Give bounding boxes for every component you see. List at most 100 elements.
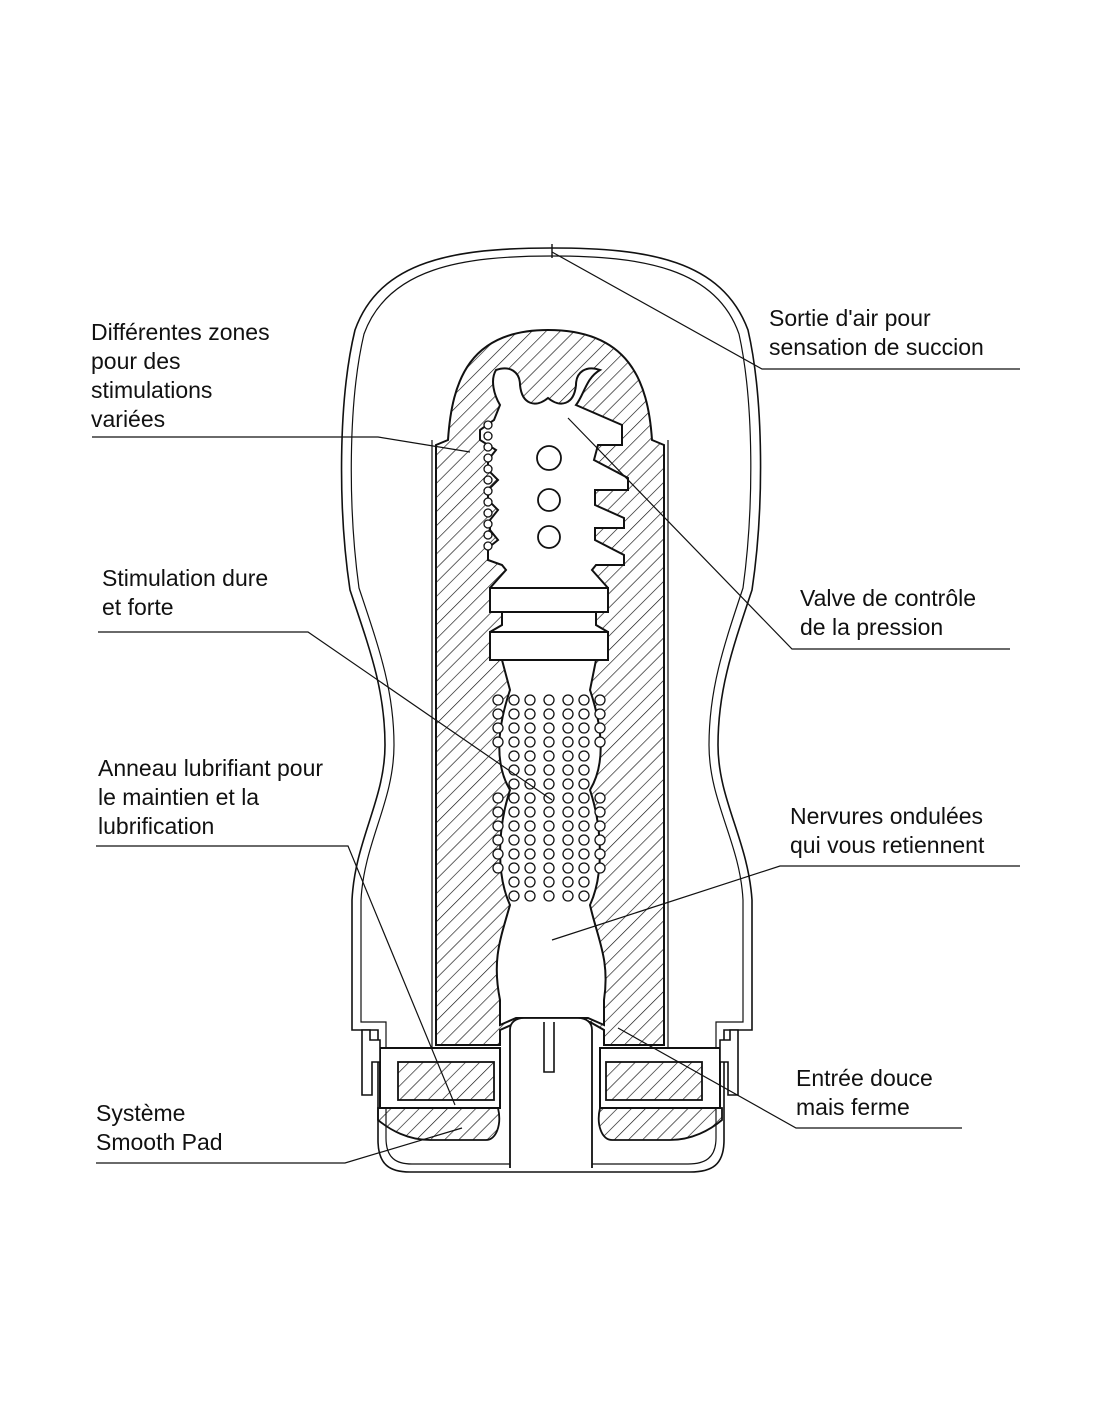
nub bbox=[562, 750, 574, 762]
label-line: sensation de succion bbox=[769, 334, 984, 360]
nub bbox=[524, 876, 536, 888]
lubricant-ring-left bbox=[397, 1061, 495, 1101]
nub bbox=[578, 778, 590, 790]
nub bbox=[562, 890, 574, 902]
label-line: variées bbox=[91, 406, 166, 432]
nub bbox=[492, 820, 504, 832]
nub bbox=[594, 722, 606, 734]
label-line: mais ferme bbox=[796, 1094, 910, 1120]
label-sortie: Sortie d'air pour sensation de succion bbox=[769, 304, 984, 362]
rib-bump bbox=[483, 420, 493, 430]
nub bbox=[508, 722, 520, 734]
nub bbox=[578, 820, 590, 832]
nub bbox=[578, 722, 590, 734]
nub bbox=[524, 694, 536, 706]
rib-bump bbox=[483, 497, 493, 507]
nub-texture bbox=[492, 694, 606, 902]
nub bbox=[508, 834, 520, 846]
label-line: de la pression bbox=[800, 614, 944, 640]
nub bbox=[524, 708, 536, 720]
nub bbox=[562, 722, 574, 734]
leader-anneau bbox=[96, 845, 456, 1106]
nub bbox=[594, 820, 606, 832]
rib-bump bbox=[483, 519, 493, 529]
valve-hole bbox=[537, 525, 561, 549]
nub bbox=[492, 694, 504, 706]
valve-hole bbox=[536, 445, 562, 471]
nub bbox=[578, 890, 590, 902]
nub bbox=[562, 862, 574, 874]
nub bbox=[578, 708, 590, 720]
leader-lines bbox=[92, 251, 1020, 1164]
nub bbox=[562, 736, 574, 748]
nub bbox=[492, 806, 504, 818]
label-line: Smooth Pad bbox=[96, 1129, 223, 1155]
nub bbox=[543, 736, 555, 748]
smooth-pad-left bbox=[377, 1107, 501, 1141]
nub bbox=[562, 834, 574, 846]
nub bbox=[492, 834, 504, 846]
nub bbox=[578, 862, 590, 874]
center-plug bbox=[509, 1017, 593, 1168]
label-valve: Valve de contrôle de la pression bbox=[800, 584, 976, 642]
nub bbox=[594, 834, 606, 846]
nub bbox=[594, 862, 606, 874]
nub bbox=[492, 708, 504, 720]
label-line: Sortie d'air pour bbox=[769, 305, 931, 331]
nub bbox=[543, 876, 555, 888]
nub bbox=[543, 806, 555, 818]
nub bbox=[594, 848, 606, 860]
nub bbox=[543, 862, 555, 874]
nub bbox=[578, 806, 590, 818]
lubricant-ring-right bbox=[605, 1061, 703, 1101]
nub bbox=[492, 722, 504, 734]
nub bbox=[492, 792, 504, 804]
nub bbox=[543, 694, 555, 706]
nub bbox=[562, 694, 574, 706]
nub bbox=[492, 736, 504, 748]
nub bbox=[562, 792, 574, 804]
nub bbox=[543, 848, 555, 860]
valve-hole bbox=[537, 488, 561, 512]
nub bbox=[524, 806, 536, 818]
nub bbox=[508, 876, 520, 888]
rib-bump bbox=[483, 464, 493, 474]
nub bbox=[524, 820, 536, 832]
nub bbox=[543, 834, 555, 846]
nub bbox=[524, 834, 536, 846]
nub bbox=[508, 890, 520, 902]
nub bbox=[543, 750, 555, 762]
nub bbox=[562, 876, 574, 888]
nub bbox=[578, 848, 590, 860]
label-line: Nervures ondulées bbox=[790, 803, 984, 829]
label-line: Système bbox=[96, 1100, 186, 1126]
nub bbox=[492, 862, 504, 874]
ring-upper bbox=[489, 587, 609, 613]
nub bbox=[562, 764, 574, 776]
nub bbox=[524, 792, 536, 804]
label-different-zones: Différentes zones pour des stimulations … bbox=[91, 318, 270, 434]
nub bbox=[594, 792, 606, 804]
nub bbox=[543, 778, 555, 790]
nub bbox=[543, 764, 555, 776]
nub bbox=[543, 890, 555, 902]
label-line: qui vous retiennent bbox=[790, 832, 985, 858]
nub bbox=[508, 736, 520, 748]
rib-bump bbox=[483, 453, 493, 463]
leader-stimulation bbox=[98, 631, 553, 801]
nub bbox=[562, 708, 574, 720]
leader-systeme bbox=[96, 1127, 463, 1164]
nub bbox=[508, 708, 520, 720]
nub bbox=[578, 764, 590, 776]
rib-bump bbox=[483, 486, 493, 496]
nub bbox=[594, 708, 606, 720]
rib-bump bbox=[483, 530, 493, 540]
rib-bump bbox=[483, 442, 493, 452]
nub bbox=[578, 750, 590, 762]
center-plug-slot bbox=[543, 1022, 555, 1073]
nub bbox=[508, 862, 520, 874]
nub bbox=[508, 750, 520, 762]
label-line: stimulations bbox=[91, 377, 213, 403]
